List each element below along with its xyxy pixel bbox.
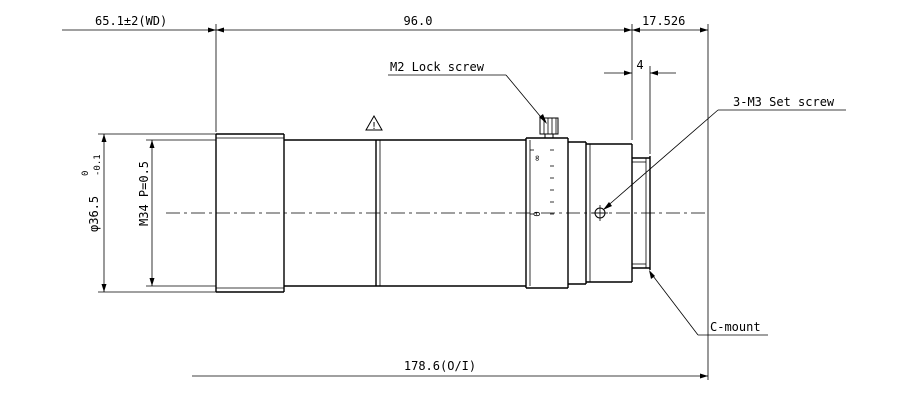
thread-label: M34 P=0.5 bbox=[137, 161, 151, 226]
diameter-label: φ36.5 bbox=[87, 196, 101, 232]
dimension-filter-thread: M34 P=0.5 bbox=[137, 140, 155, 286]
callout-lock-screw: M2 Lock screw bbox=[388, 60, 547, 124]
total-label: 178.6(O/I) bbox=[404, 359, 476, 373]
svg-text:!: ! bbox=[371, 121, 377, 132]
callout-set-screw: 3-M3 Set screw bbox=[603, 95, 846, 210]
warning-triangle-icon: ! bbox=[365, 114, 383, 132]
dimension-total-length: 178.6(O/I) bbox=[192, 359, 708, 379]
lens-body: ∞ 0 bbox=[215, 117, 651, 293]
length-label: 96.0 bbox=[404, 14, 433, 28]
dimension-working-distance: 65.1±2(WD) bbox=[62, 14, 216, 33]
mount-depth-label: 4 bbox=[636, 58, 643, 72]
focus-scale: ∞ 0 bbox=[530, 149, 554, 217]
callout-c-mount: C-mount bbox=[649, 270, 768, 336]
lock-screw-knob bbox=[539, 117, 559, 139]
dimension-mount-depth: 4 bbox=[604, 58, 676, 76]
diameter-upper-tol: 0 bbox=[81, 171, 91, 176]
wd-label: 65.1±2(WD) bbox=[95, 14, 167, 28]
dimension-lens-length: 96.0 bbox=[216, 14, 632, 33]
dimension-outer-diameter: φ36.5 0 -0.1 bbox=[81, 134, 107, 292]
diameter-lower-tol: -0.1 bbox=[93, 154, 103, 176]
set-screw-label: 3-M3 Set screw bbox=[733, 95, 835, 109]
lock-screw-label: M2 Lock screw bbox=[390, 60, 485, 74]
dimension-flange-back: 17.526 bbox=[632, 14, 708, 33]
focus-mark-zero: 0 bbox=[533, 211, 543, 216]
focus-mark-infinity: ∞ bbox=[533, 155, 543, 161]
flange-label: 17.526 bbox=[642, 14, 685, 28]
c-mount-label: C-mount bbox=[710, 320, 761, 334]
